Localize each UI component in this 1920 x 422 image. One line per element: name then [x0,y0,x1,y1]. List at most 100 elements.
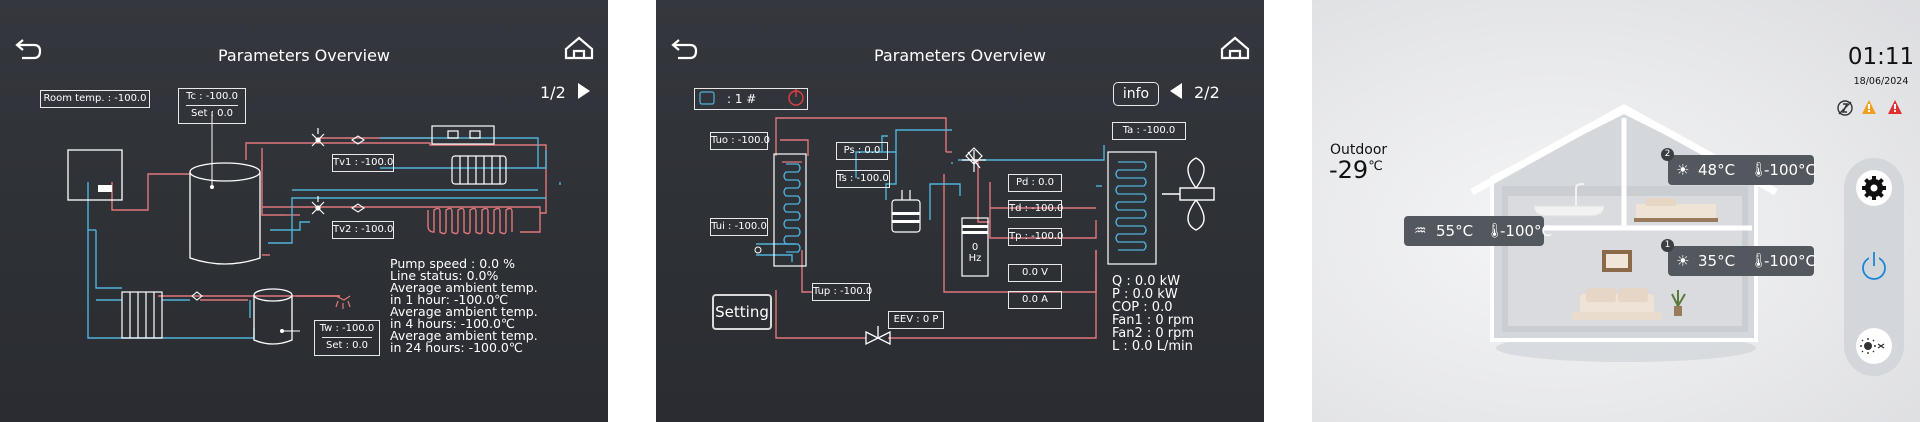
stat-line: P : 0.0 kW [1112,287,1178,302]
voltage-readout: 0.0 V [1008,264,1062,282]
zone2-number: 2 [1661,148,1674,161]
tui-readout: Tui : -100.0 [710,218,768,236]
tv1-readout: Tv1 : -100.0 [332,154,394,172]
liquid-receiver [891,199,921,233]
stat-line: Fan1 : 0 rpm [1112,313,1195,328]
back-icon[interactable] [15,39,42,60]
zone1-set-temp: 35°C [1698,252,1736,270]
previous-page-arrow-icon[interactable] [1170,83,1182,99]
three-way-valve-2 [311,196,325,215]
dhw-actual-temp: -100°C [1500,222,1553,240]
info-line: Average ambient temp. [390,304,538,319]
sun-icon: ☀ [1676,252,1690,270]
four-way-valve [962,147,986,172]
stat-line: COP : 0.0 [1112,300,1173,315]
compressor-hz-value: 0 [971,242,979,253]
parameters-overview-page-2: Parameters Overview 2/2 info : 1 # Tuo :… [656,0,1264,422]
stat-line: L : 0.0 L/min [1112,339,1193,354]
zone1-chip[interactable]: 1 ☀ 35°C 🌡︎ -100°C [1661,239,1817,276]
dhw-tank [253,288,293,345]
sun-icon: ☀ [1676,161,1690,179]
info-line: Line status: 0.0% [390,268,499,283]
tp-readout: Tp : -100.0 [1008,228,1063,246]
eev-readout: EEV : 0 P [888,311,944,329]
outdoor-temp-unit: ℃ [1368,159,1383,174]
sun-mode-icon [1860,338,1885,354]
unit-number: : 1 # [727,92,757,106]
outdoor-label: Outdoor [1330,142,1388,158]
zone1-number: 1 [1661,239,1674,252]
ts-readout: Ts : -100.0 [836,170,890,188]
unit-selector[interactable]: : 1 # [694,88,808,110]
tw-set-value: Set : 0.0 [322,337,372,354]
stat-line: Q : 0.0 kW [1112,274,1181,289]
page-title: Parameters Overview [218,46,390,65]
home-icon[interactable] [564,36,594,60]
thermometer-icon: 🌡︎ [1750,253,1768,269]
tc-readout: Tc : -100.0 Set : 0.0 [178,88,246,124]
pd-readout: Pd : 0.0 [1008,174,1062,192]
unit-selector-icon[interactable] [699,91,715,105]
wall-radiator [451,155,507,185]
electronic-expansion-valve [865,326,891,346]
tw-readout: Tw : -100.0 Set : 0.0 [314,320,380,356]
gear-icon [1862,176,1886,200]
control-sidebar [1844,158,1904,376]
alarm-icon [1888,100,1902,114]
info-line: Pump speed : 0.0 % [390,256,515,271]
td-readout: Td : -100.0 [1008,200,1063,218]
stat-line: Fan2 : 0 rpm [1112,326,1195,341]
back-icon[interactable] [671,39,698,60]
refrigerant-diagram [671,36,1250,346]
tuo-readout: Tuo : -100.0 [710,132,770,150]
next-page-arrow-icon[interactable] [578,83,590,99]
house-illustration [1470,100,1904,376]
info-line: in 1 hour: -100.0℃ [390,292,509,307]
radiator [121,291,163,339]
zone2-chip[interactable]: 2 ☀ 48°C 🌡︎ -100°C [1661,148,1817,185]
dhw-set-temp: 55°C [1436,222,1474,240]
outdoor-temp-value: -29 [1329,156,1369,184]
plate-heat-exchanger [773,153,807,267]
tv2-readout: Tv2 : -100.0 [332,221,394,239]
zone1-actual-temp: -100°C [1764,252,1817,270]
clock-date: 18/06/2024 [1853,76,1909,87]
info-line: Average ambient temp. [390,328,538,343]
defrost-status-icon [1837,100,1853,116]
fan-coil-unit [431,125,495,145]
thermometer-icon: 🌡︎ [1750,162,1768,178]
clock-time: 01:11 [1847,44,1915,70]
ps-readout: Ps : 0.0 [836,142,888,160]
tup-readout: Tup : -100.0 [812,283,872,301]
heat-pump-unit [67,149,123,201]
page-indicator: 1/2 [540,83,566,102]
dhw-chip[interactable]: ♒ 55°C 🌡︎ -100°C [1404,216,1552,246]
power-button[interactable] [1862,252,1886,280]
compressor-frequency: 0 Hz [962,242,988,264]
info-button[interactable]: info [1113,82,1159,106]
shower-head-icon [335,295,351,309]
air-side-coil [1107,151,1157,265]
fan-icon [1162,157,1215,231]
page-title: Parameters Overview [874,46,1046,65]
setting-button[interactable]: Setting [712,294,772,330]
hydraulic-diagram [15,36,594,345]
home-dashboard: 01:11 18/06/2024 Outdoor -29℃ ♒ 55°C 🌡︎ … [1312,0,1920,422]
zone2-set-temp: 48°C [1698,161,1736,179]
ta-readout: Ta : -100.0 [1112,122,1186,140]
compressor-hz-unit: Hz [968,253,982,264]
room-temp-readout: Room temp. : -100.0 [40,90,150,108]
floor-heating-coil [427,207,513,235]
buffer-tank [189,162,261,265]
warning-icon [1862,100,1876,114]
parameters-overview-page-1: Parameters Overview 1/2 Room temp. : -10… [0,0,608,422]
compressor [961,217,989,277]
home-icon[interactable] [1220,36,1250,60]
three-way-valve-1 [311,128,325,147]
tc-value: Tc : -100.0 [186,91,238,102]
zone2-actual-temp: -100°C [1764,161,1817,179]
info-line: in 24 hours: -100.0℃ [390,340,523,355]
current-readout: 0.0 A [1008,291,1062,309]
info-line: in 4 hours: -100.0℃ [390,316,515,331]
outdoor-temperature: -29℃ [1329,156,1383,184]
